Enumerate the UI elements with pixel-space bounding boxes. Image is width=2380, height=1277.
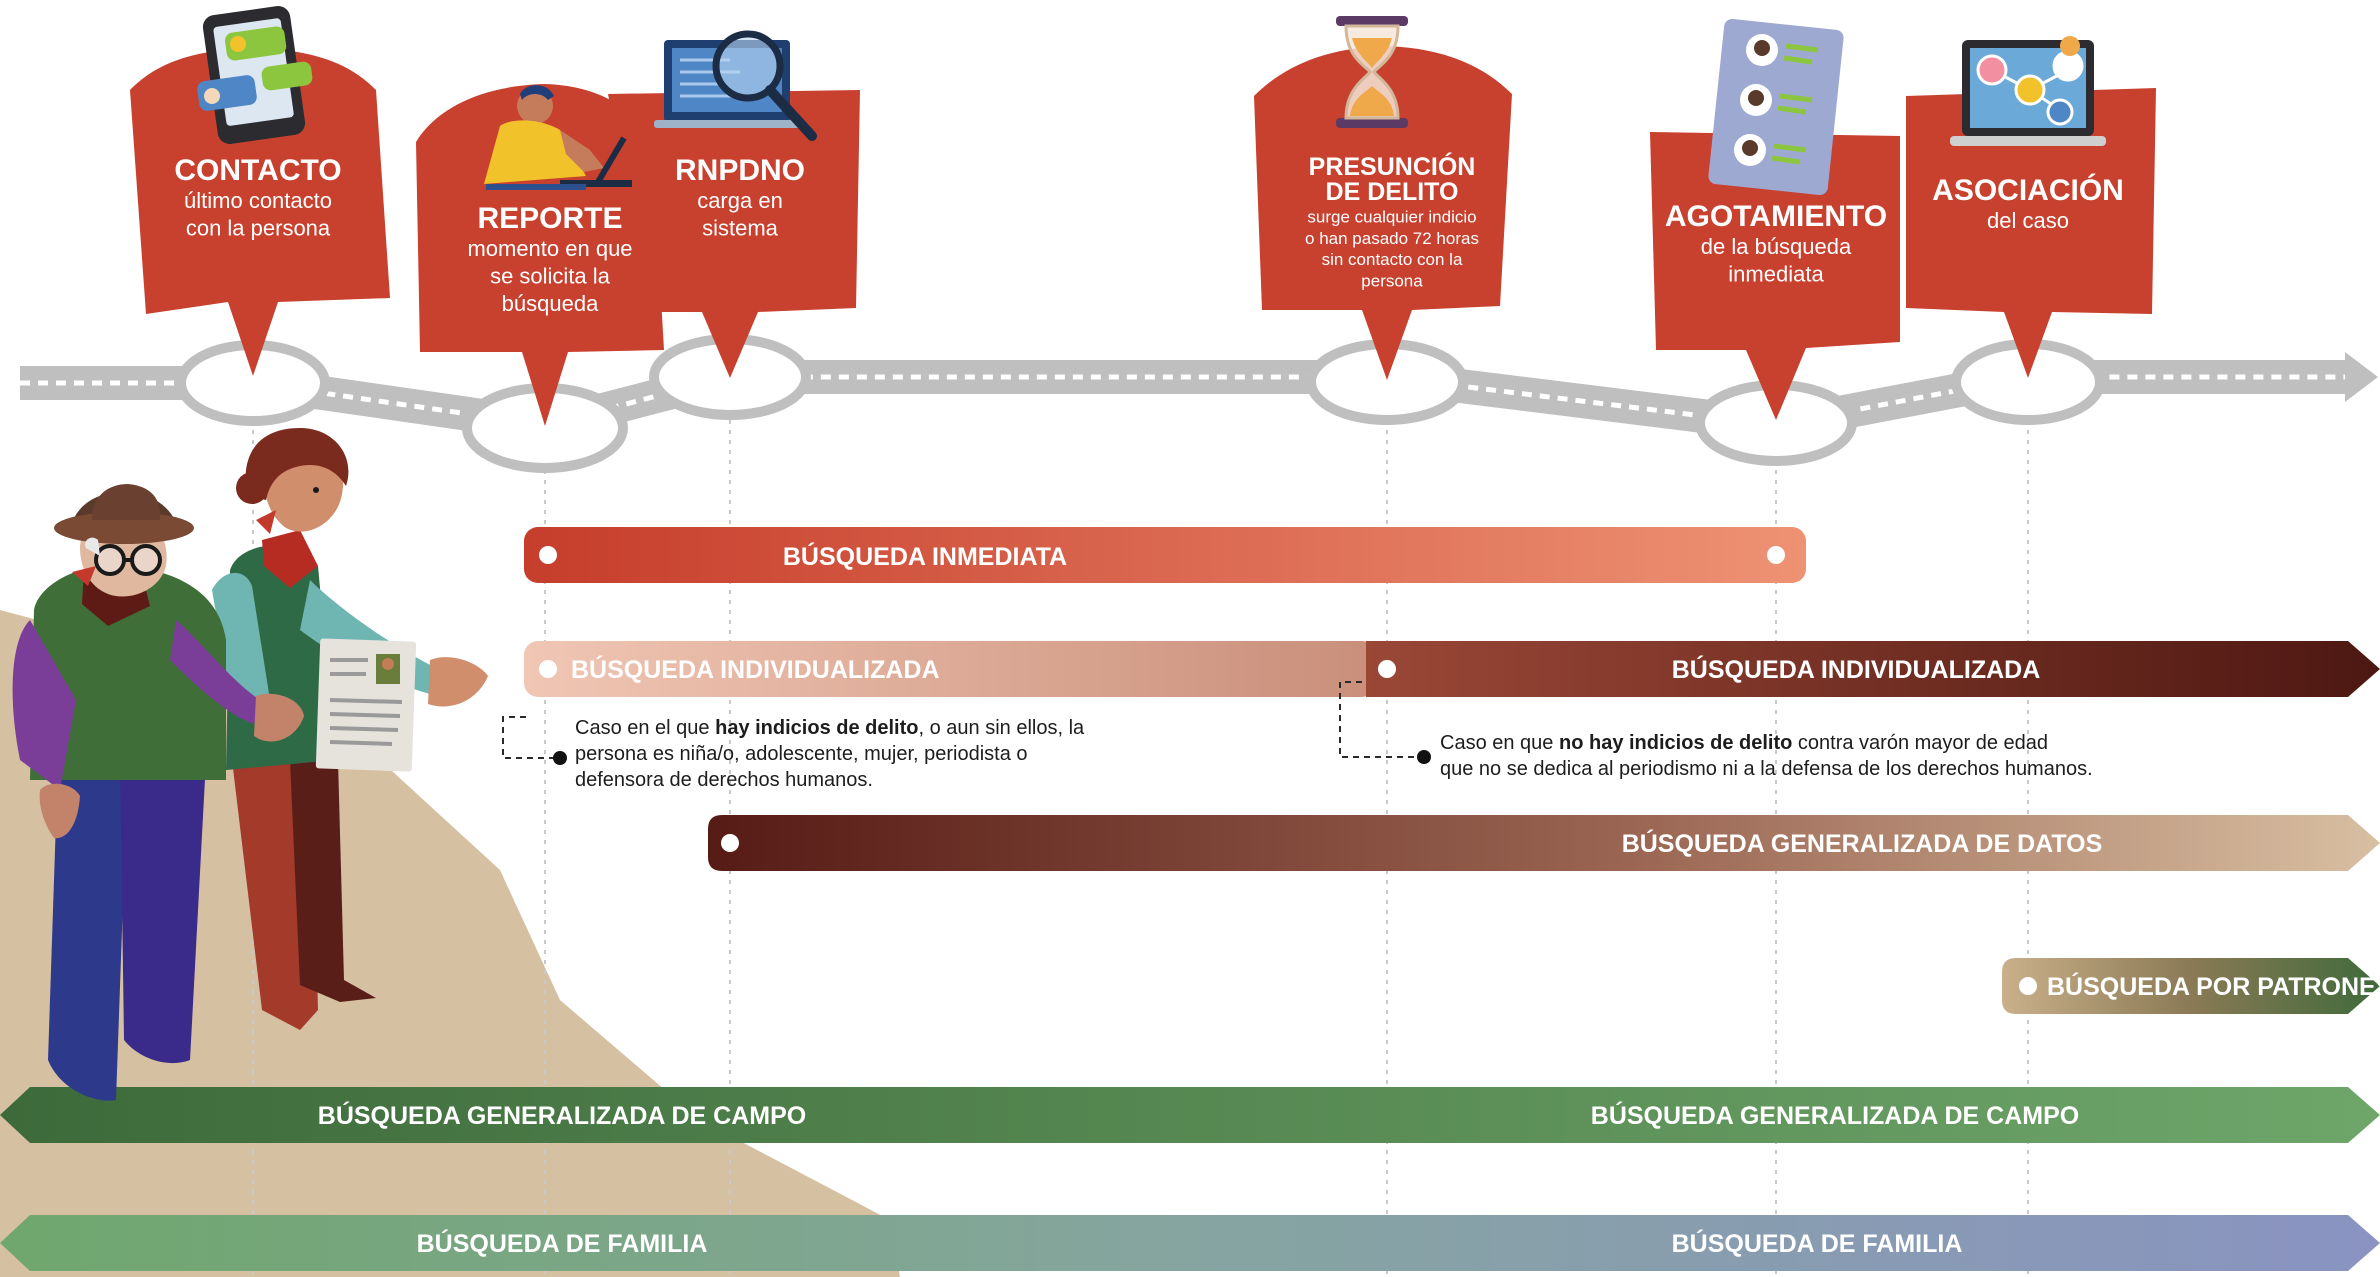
bar-busqueda-generalizada-datos: BÚSQUEDA GENERALIZADA DE DATOS (708, 815, 2380, 871)
milestone-reporte-sub-line: se solicita la (490, 264, 611, 289)
milestone-rnpdno-subtitle: carga en sistema (697, 188, 783, 241)
milestone-rnpdno: RNPDNO carga en sistema (608, 30, 860, 378)
milestone-contacto: CONTACTO último contacto con la persona (130, 6, 390, 376)
bar-busqueda-individualizada: BÚSQUEDA INDIVIDUALIZADA BÚSQUEDA INDIVI… (524, 641, 2380, 697)
profiles-list-icon (1708, 18, 1844, 196)
milestone-asociacion-title-line: ASOCIACIÓN (1932, 173, 2124, 207)
note-left-post: , o aun sin ellos, la (918, 717, 1085, 739)
note-bullet-right (1417, 750, 1431, 764)
phone-chat-icon (197, 6, 313, 144)
bar-busqueda-generalizada-campo: BÚSQUEDA GENERALIZADA DE CAMPO BÚSQUEDA … (0, 1087, 2380, 1143)
milestone-agotamiento-title: AGOTAMIENTO (1665, 200, 1887, 233)
bar-familia-label-2: BÚSQUEDA DE FAMILIA (1672, 1228, 1963, 1258)
milestone-contacto-subtitle: último contacto con la persona (184, 188, 332, 241)
milestone-presuncion-sub-line: surge cualquier indicio (1307, 208, 1476, 227)
bar-busqueda-patrones: BÚSQUEDA POR PATRONES (2002, 958, 2380, 1014)
searchers-illustration (12, 428, 488, 1101)
note-left: Caso en el que hay indicios de delito, o… (575, 717, 1085, 791)
bar-busqueda-familia: BÚSQUEDA DE FAMILIA BÚSQUEDA DE FAMILIA (0, 1215, 2380, 1271)
svg-text:Caso en que no hay indicios de: Caso en que no hay indicios de delito co… (1440, 732, 2048, 754)
milestone-agotamiento: AGOTAMIENTO de la búsqueda inmediata (1650, 18, 1900, 420)
milestone-asociacion-title: ASOCIACIÓN (1932, 173, 2124, 207)
bar-busqueda-inmediata: BÚSQUEDA INMEDIATA (524, 527, 1806, 583)
milestone-presuncion-title-line: PRESUNCIÓN (1309, 151, 1476, 181)
milestone-presuncion-sub-line: persona (1361, 271, 1423, 290)
milestone-contacto-title: CONTACTO (174, 154, 341, 187)
bar-campo-label-2: BÚSQUEDA GENERALIZADA DE CAMPO (1591, 1100, 2079, 1130)
milestone-asociacion-subtitle: del caso (1987, 208, 2069, 233)
milestone-reporte-title-line: REPORTE (477, 202, 622, 235)
note-left-line3: defensora de derechos humanos. (575, 769, 873, 791)
milestone-reporte-sub-line: momento en que (467, 236, 632, 261)
milestone-rnpdno-sub-line: sistema (702, 216, 779, 241)
screen-magnifier-icon (654, 30, 817, 141)
person-laptop-icon (484, 85, 632, 190)
milestone-rnpdno-sub-line: carga en (697, 188, 783, 213)
milestone-agotamiento-sub-line: de la búsqueda (1701, 234, 1852, 259)
bar-inmediata-label: BÚSQUEDA INMEDIATA (783, 541, 1067, 571)
milestone-reporte-sub-line: búsqueda (502, 291, 599, 316)
milestone-presuncion-sub-line: o han pasado 72 horas (1305, 229, 1479, 248)
hourglass-icon (1336, 16, 1408, 128)
bar-familia-label-1: BÚSQUEDA DE FAMILIA (417, 1228, 708, 1258)
note-right-line2: que no se dedica al periodismo ni a la d… (1440, 758, 2093, 780)
note-connectors (502, 681, 1420, 759)
note-right: Caso en que no hay indicios de delito co… (1440, 732, 2093, 780)
milestone-asociacion-sub-line: del caso (1987, 208, 2069, 233)
note-left-pre: Caso en el que (575, 717, 715, 739)
bar-patrones-label: BÚSQUEDA POR PATRONES (2047, 971, 2380, 1001)
milestone-reporte-title: REPORTE (477, 202, 622, 235)
milestone-rnpdno-title-line: RNPDNO (675, 154, 805, 187)
milestone-contacto-sub-line: con la persona (186, 216, 331, 241)
note-right-pre: Caso en que (1440, 732, 1559, 754)
milestone-asociacion: ASOCIACIÓN del caso (1906, 36, 2156, 378)
milestone-contacto-sub-line: último contacto (184, 188, 332, 213)
bar-campo-label-1: BÚSQUEDA GENERALIZADA DE CAMPO (318, 1100, 806, 1130)
svg-text:Caso en el que hay indicios de: Caso en el que hay indicios de delito, o… (575, 717, 1085, 739)
bar-individualizada-label-2: BÚSQUEDA INDIVIDUALIZADA (1672, 654, 2041, 684)
milestone-contacto-title-line: CONTACTO (174, 154, 341, 187)
milestone-agotamiento-subtitle: de la búsqueda inmediata (1701, 234, 1852, 287)
milestone-rnpdno-title: RNPDNO (675, 154, 805, 187)
note-left-line2: persona es niña/o, adolescente, mujer, p… (575, 743, 1028, 765)
note-bullet-left (553, 751, 567, 765)
network-monitor-icon (1950, 36, 2106, 146)
milestone-agotamiento-sub-line: inmediata (1728, 262, 1824, 287)
milestone-presuncion-title-line: DE DELITO (1326, 178, 1459, 206)
missing-person-flyer (315, 638, 417, 772)
note-left-bold: hay indicios de delito (715, 717, 918, 739)
note-right-bold: no hay indicios de delito (1559, 732, 1792, 754)
man-figure (12, 484, 304, 1101)
note-right-post: contra varón mayor de edad (1792, 732, 2048, 754)
bar-datos-label: BÚSQUEDA GENERALIZADA DE DATOS (1622, 828, 2103, 858)
bar-individualizada-label-1: BÚSQUEDA INDIVIDUALIZADA (571, 654, 940, 684)
milestone-presuncion-subtitle: surge cualquier indicio o han pasado 72 h… (1305, 208, 1479, 291)
milestone-agotamiento-title-line: AGOTAMIENTO (1665, 200, 1887, 233)
milestone-presuncion-sub-line: sin contacto con la (1322, 250, 1463, 269)
